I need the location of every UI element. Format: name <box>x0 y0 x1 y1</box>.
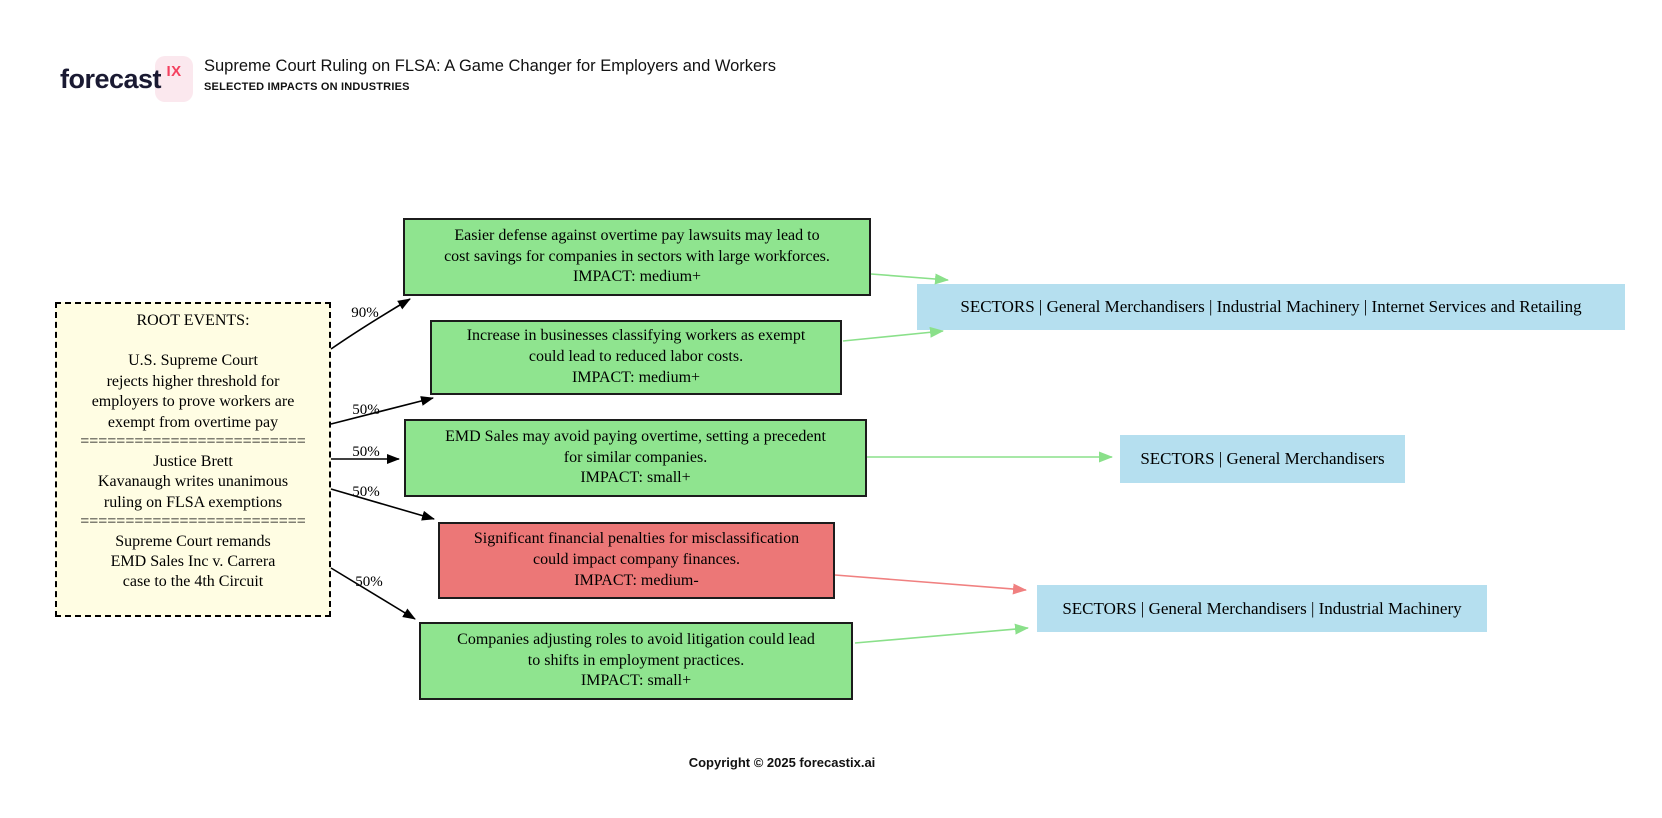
impact-node-text: Companies adjusting roles to avoid litig… <box>457 630 815 669</box>
edge-root-to-node5 <box>330 567 416 620</box>
edge-root-to-node1 <box>330 298 411 350</box>
root-event-1: U.S. Supreme Court rejects higher thresh… <box>91 352 295 431</box>
page-subtitle: SELECTED IMPACTS ON INDUSTRIES <box>204 81 410 93</box>
edge-probability-label: 50% <box>352 484 380 500</box>
impact-node-financial-penalties: Significant financial penalties for misc… <box>438 522 835 599</box>
edge-probability-label: 50% <box>352 444 380 460</box>
impact-node-rating: IMPACT: small+ <box>580 672 692 690</box>
impact-node-rating: IMPACT: medium+ <box>571 368 701 386</box>
root-events-box: ROOT EVENTS: U.S. Supreme Court rejects … <box>55 302 331 617</box>
edge-node1-to-sector1 <box>870 273 949 285</box>
copyright-notice: Copyright © 2025 forecastix.ai <box>688 755 876 770</box>
impact-node-text: Easier defense against overtime pay laws… <box>444 226 830 265</box>
impact-node-rating: IMPACT: medium- <box>574 571 699 589</box>
impact-node-rating: IMPACT: small+ <box>580 469 691 487</box>
page-title: Supreme Court Ruling on FLSA: A Game Cha… <box>204 57 776 75</box>
logo-wordmark: forecast <box>60 63 162 94</box>
edge-node4-to-sector3 <box>834 574 1027 595</box>
header-title-block: Supreme Court Ruling on FLSA: A Game Cha… <box>204 57 776 93</box>
edge-probability-label: 90% <box>351 305 379 321</box>
impact-node-text: Significant financial penalties for misc… <box>473 530 800 569</box>
root-separator-2: ========================= <box>80 513 306 531</box>
root-separator-1: ========================= <box>80 433 306 451</box>
forecastix-logo: forecast IX <box>60 56 194 102</box>
sector-box-2: SECTORS | General Merchandisers <box>1120 435 1405 483</box>
impact-node-easier-defense: Easier defense against overtime pay laws… <box>403 218 871 296</box>
root-event-3: Supreme Court remands EMD Sales Inc v. C… <box>110 532 276 591</box>
root-events-heading: ROOT EVENTS: <box>136 312 250 329</box>
impact-node-emd-precedent: EMD Sales may avoid paying overtime, set… <box>404 419 867 497</box>
root-event-2: Justice Brett Kavanaugh writes unanimous… <box>97 452 289 511</box>
edge-node5-to-sector3 <box>854 623 1029 644</box>
impact-node-exempt-classification: Increase in businesses classifying worke… <box>430 320 842 395</box>
impact-node-text: Increase in businesses classifying worke… <box>466 327 806 366</box>
logo-badge: IX <box>155 56 194 102</box>
edge-probability-label: 50% <box>352 402 380 418</box>
sector-box-3: SECTORS | General Merchandisers | Indust… <box>1037 585 1487 632</box>
edge-root-to-node4 <box>330 488 435 521</box>
impact-node-rating: IMPACT: medium+ <box>572 268 702 286</box>
edge-probability-label: 50% <box>355 574 383 590</box>
impact-node-role-adjusting: Companies adjusting roles to avoid litig… <box>419 622 853 700</box>
edge-root-to-node2 <box>330 396 434 425</box>
edge-node2-to-sector1 <box>842 326 944 342</box>
sector-box-1: SECTORS | General Merchandisers | Indust… <box>917 284 1625 330</box>
impact-node-text: EMD Sales may avoid paying overtime, set… <box>445 427 826 466</box>
logo-badge-text: IX <box>166 63 182 80</box>
